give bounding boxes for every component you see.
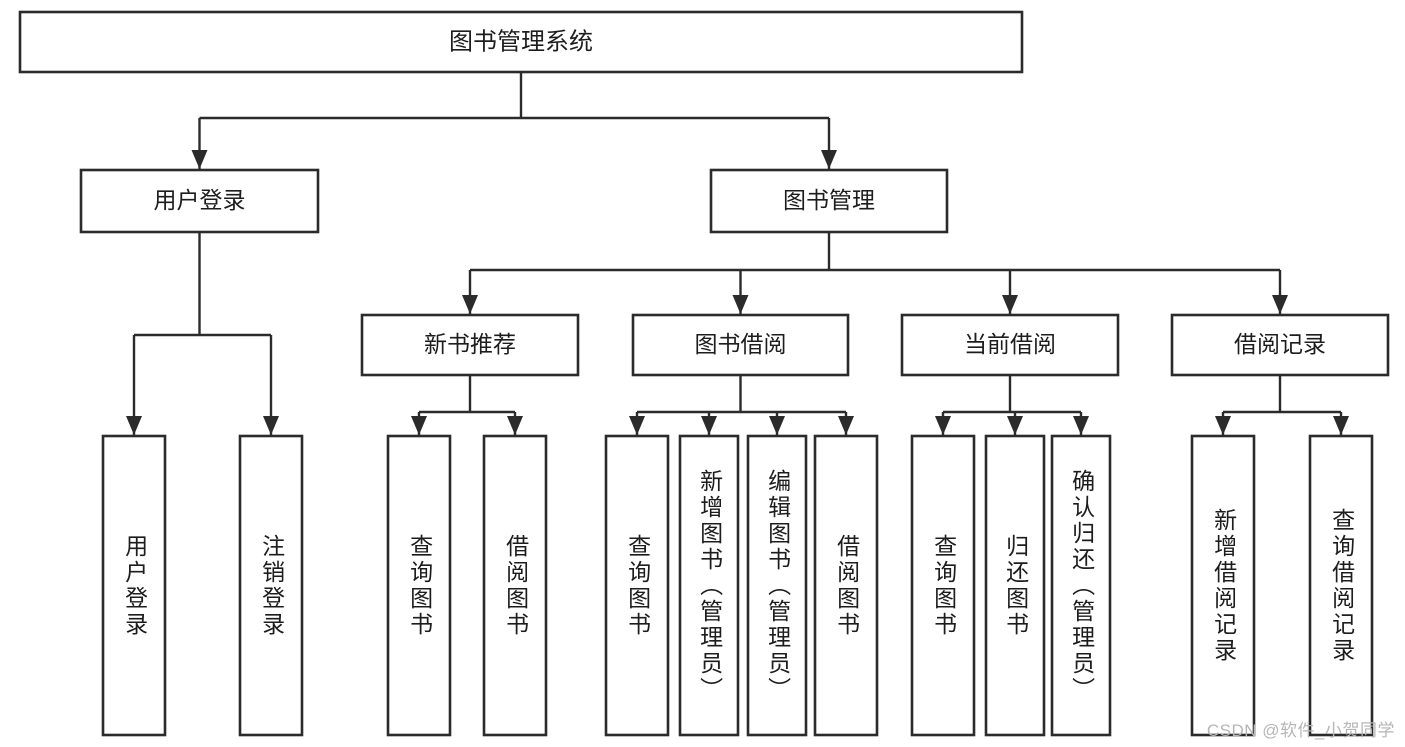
arrow-head-icon: [769, 416, 785, 435]
node-box-borrow-record[interactable]: [1170, 313, 1390, 377]
node-box-new-book-recommend[interactable]: [360, 313, 580, 377]
node-title-label: 图书管理系统: [449, 28, 593, 55]
boxes-layer: [18, 10, 1390, 737]
connectors-layer: [126, 72, 1349, 435]
arrow-head-icon: [1272, 295, 1288, 314]
arrow-head-icon: [411, 416, 427, 435]
node-box-leaf-add-borrow-record[interactable]: [1190, 434, 1256, 737]
node-box-current-borrow[interactable]: [900, 313, 1120, 377]
arrow-head-icon: [1002, 295, 1018, 314]
node-box-leaf-user-login[interactable]: [101, 434, 167, 737]
node-label-user-login: 用户登录: [154, 187, 246, 213]
node-box-leaf-query-book-1[interactable]: [386, 434, 452, 737]
arrow-head-icon: [263, 416, 279, 435]
node-label-borrow-record: 借阅记录: [1234, 331, 1326, 357]
node-label-current-borrow: 当前借阅: [964, 331, 1056, 357]
node-box-leaf-query-book-2[interactable]: [604, 434, 670, 737]
watermark-text: CSDN @软件_小贺同学: [1206, 721, 1395, 740]
node-label-book-manage: 图书管理: [783, 187, 875, 213]
arrow-head-icon: [629, 416, 645, 435]
arrow-head-icon: [507, 416, 523, 435]
node-box-leaf-edit-book-admin[interactable]: [746, 434, 808, 737]
arrow-head-icon: [732, 295, 749, 314]
node-box-leaf-borrow-book-2[interactable]: [813, 434, 879, 737]
node-box-leaf-query-book-3[interactable]: [910, 434, 976, 737]
arrow-head-icon: [191, 150, 208, 169]
arrow-head-icon: [821, 150, 837, 169]
arrow-head-icon: [462, 295, 478, 314]
node-box-leaf-confirm-return-admin[interactable]: [1050, 434, 1112, 737]
node-box-book-borrow[interactable]: [631, 313, 850, 377]
node-box-leaf-return-book[interactable]: [984, 434, 1046, 737]
node-box-leaf-borrow-book-1[interactable]: [482, 434, 548, 737]
arrow-head-icon: [838, 416, 854, 435]
node-label-book-borrow: 图书借阅: [695, 331, 787, 357]
arrow-head-icon: [1333, 416, 1349, 435]
node-box-leaf-add-book-admin[interactable]: [678, 434, 740, 737]
arrow-head-icon: [1215, 416, 1231, 435]
node-box-leaf-logout-login[interactable]: [238, 434, 304, 737]
arrow-head-icon: [1007, 416, 1023, 435]
arrow-head-icon: [935, 416, 951, 435]
node-title-box[interactable]: [18, 10, 1024, 74]
node-label-new-book-recommend: 新书推荐: [424, 331, 516, 357]
node-box-book-manage[interactable]: [709, 168, 949, 234]
node-box-user-login[interactable]: [79, 168, 320, 234]
arrow-head-icon: [126, 416, 142, 435]
node-box-leaf-query-borrow-record[interactable]: [1308, 434, 1374, 737]
arrow-head-icon: [1073, 416, 1089, 435]
arrow-head-icon: [701, 416, 717, 435]
